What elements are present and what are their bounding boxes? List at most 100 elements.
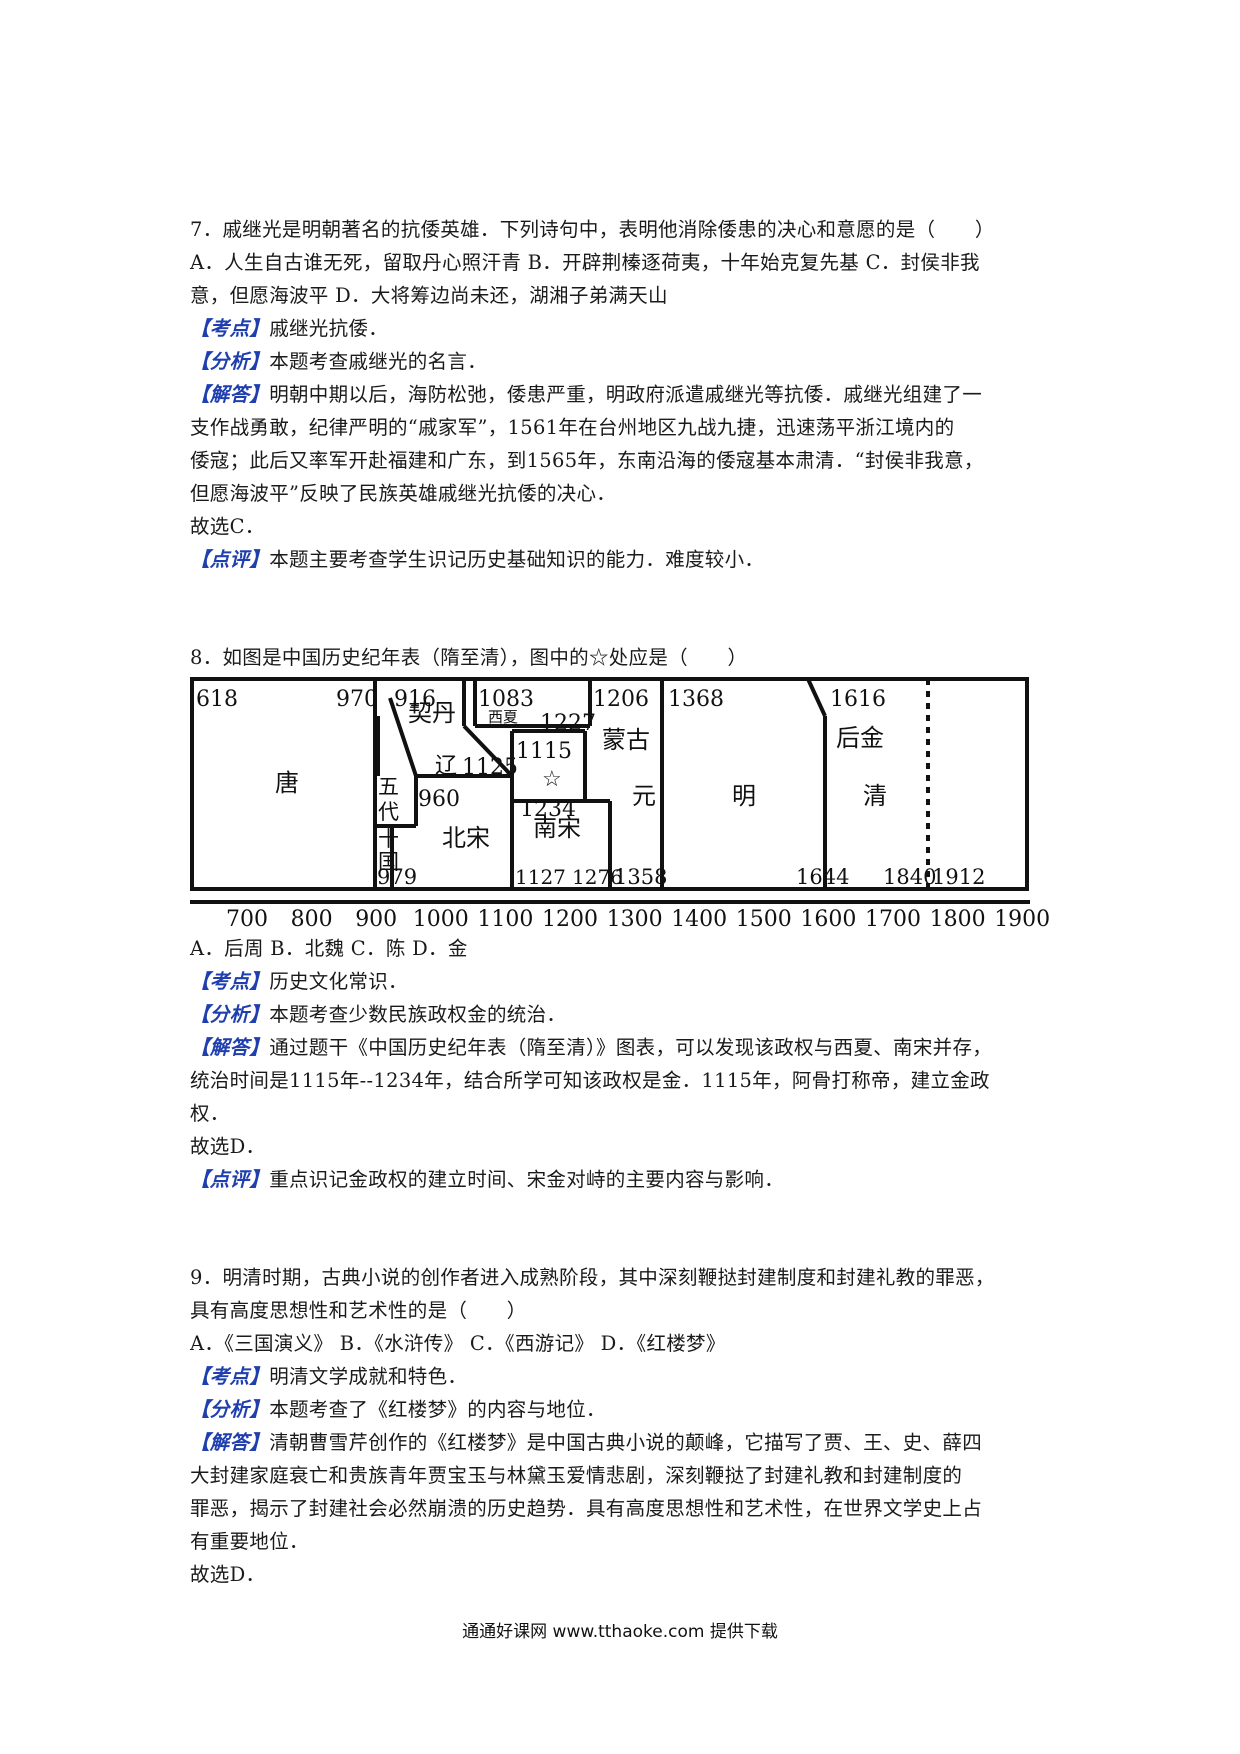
q9-kaodian: 【考点】明清文学成就和特色． xyxy=(190,1361,1070,1393)
label-beisong: 北宋 xyxy=(442,824,490,852)
label-qing: 清 xyxy=(863,782,887,810)
q8-fenxi: 【分析】本题考查少数民族政权金的统治． xyxy=(190,999,1070,1031)
q7-fenxi: 【分析】本题考查戚继光的名言． xyxy=(190,346,1070,378)
year-979: 979 xyxy=(377,865,417,889)
q9-fenxi-text: 本题考查了《红楼梦》的内容与地位． xyxy=(269,1398,606,1421)
label-shiguo-1: 十 xyxy=(378,827,399,851)
q8-stem: 8．如图是中国历史纪年表（隋至清），图中的☆处应是（ ） xyxy=(190,646,748,669)
q9-answer: 故选D． xyxy=(190,1563,266,1586)
q8-kaodian: 【考点】历史文化常识． xyxy=(190,966,1070,998)
label-tang: 唐 xyxy=(275,769,299,797)
year-1234: 1234 xyxy=(520,797,576,822)
label-wudai-2: 代 xyxy=(378,800,399,824)
label-qidan: 契丹 xyxy=(408,699,456,727)
label-wudai-1: 五 xyxy=(378,775,399,799)
kaodian-tag: 【考点】 xyxy=(190,1365,270,1388)
q7-jieda-1: 【解答】明朝中期以后，海防松弛，倭患严重，明政府派遣戚继光等抗倭．戚继光组建了一 xyxy=(190,379,1070,411)
q8-jieda-1: 【解答】通过题干《中国历史纪年表（隋至清）》图表，可以发现该政权与西夏、南宋并存… xyxy=(190,1032,1070,1064)
axis-tick-900: 900 xyxy=(355,907,397,931)
divider-houjin-slant xyxy=(806,678,827,717)
divider-liao-slant xyxy=(388,697,418,777)
q7-options-2: 意，但愿海波平 D．大将筹边尚未还，湖湘子弟满天山 xyxy=(190,284,668,307)
year-1840: 1840 xyxy=(883,865,936,889)
q9-jieda-text-1: 清朝曹雪芹创作的《红楼梦》是中国古典小说的颠峰，它描写了贾、王、史、薛四 xyxy=(269,1431,983,1454)
label-mengu: 蒙古 xyxy=(602,726,650,754)
axis-tick-1700: 1700 xyxy=(865,907,921,931)
jieda-tag: 【解答】 xyxy=(190,1431,270,1454)
axis-tick-700: 700 xyxy=(226,907,268,931)
q8-answer: 故选D． xyxy=(190,1135,266,1158)
jieda-tag: 【解答】 xyxy=(190,1036,270,1059)
q7-options-1: A．人生自古谁无死，留取丹心照汗青 B．开辟荆榛逐荷夷，十年始克复先基 C．封侯… xyxy=(190,251,980,274)
label-shiguo-2: 国 xyxy=(378,850,399,874)
q7-dianping: 【点评】本题主要考查学生识记历史基础知识的能力．难度较小． xyxy=(190,544,1070,576)
year-1115: 1115 xyxy=(516,739,572,764)
axis-tick-1300: 1300 xyxy=(607,907,663,931)
q7-kaodian-text: 戚继光抗倭． xyxy=(269,317,389,340)
year-916: 916 xyxy=(394,687,436,712)
year-1644: 1644 xyxy=(796,865,849,889)
q7-jieda-2: 支作战勇敢，纪律严明的“戚家军”，1561年在台州地区九战九捷，迅速荡平浙江境内… xyxy=(190,416,955,439)
label-nansong: 南宋 xyxy=(533,814,581,842)
axis-tick-1000: 1000 xyxy=(413,907,469,931)
q7-jieda-3: 倭寇；此后又率军开赴福建和广东，到1565年，东南沿海的倭寇基本肃清．“封侯非我… xyxy=(190,449,984,472)
q8-jieda-2: 统治时间是1115年--1234年，结合所学可知该政权是金．1115年，阿骨打称… xyxy=(190,1069,990,1092)
axis-tick-1800: 1800 xyxy=(930,907,986,931)
year-1912: 1912 xyxy=(932,865,985,889)
dianping-tag: 【点评】 xyxy=(190,1168,270,1191)
axis-tick-800: 800 xyxy=(291,907,333,931)
q9-kaodian-text: 明清文学成就和特色． xyxy=(269,1365,468,1388)
page-footer: 通通好课网 www.tthaoke.com 提供下载 xyxy=(462,1622,778,1642)
fenxi-tag: 【分析】 xyxy=(190,1003,270,1026)
year-1125: 1125 xyxy=(462,755,518,780)
year-1206: 1206 xyxy=(593,687,649,712)
year-1358: 1358 xyxy=(614,865,667,889)
q7-jieda-text-1: 明朝中期以后，海防松弛，倭患严重，明政府派遣戚继光等抗倭．戚继光组建了一 xyxy=(269,383,983,406)
jieda-tag: 【解答】 xyxy=(190,383,270,406)
q9-jieda-1: 【解答】清朝曹雪芹创作的《红楼梦》是中国古典小说的颠峰，它描写了贾、王、史、薛四 xyxy=(190,1427,1070,1459)
q9-stem-2: 具有高度思想性和艺术性的是（ ） xyxy=(190,1299,527,1322)
year-970: 970 xyxy=(336,687,378,712)
year-1368: 1368 xyxy=(668,687,724,712)
q9-jieda-3: 罪恶，揭示了封建社会必然崩溃的历史趋势．具有高度思想性和艺术性，在世界文学史上占 xyxy=(190,1497,983,1520)
fenxi-tag: 【分析】 xyxy=(190,350,270,373)
label-houjin: 后金 xyxy=(836,724,884,752)
axis-tick-1100: 1100 xyxy=(477,907,533,931)
year-960: 960 xyxy=(418,787,460,812)
q8-dianping-text: 重点识记金政权的建立时间、宋金对峙的主要内容与影响． xyxy=(269,1168,785,1191)
axis-tick-1600: 1600 xyxy=(800,907,856,931)
label-liao: 辽 xyxy=(435,754,457,779)
q7-jieda-4: 但愿海波平”反映了民族英雄戚继光抗倭的决心． xyxy=(190,482,617,505)
axis-tick-1200: 1200 xyxy=(542,907,598,931)
year-1616: 1616 xyxy=(830,687,886,712)
q8-dianping: 【点评】重点识记金政权的建立时间、宋金对峙的主要内容与影响． xyxy=(190,1164,1070,1196)
q8-jieda-3: 权． xyxy=(190,1102,230,1125)
q9-jieda-2: 大封建家庭衰亡和贵族青年贾宝玉与林黛玉爱情悲剧，深刻鞭挞了封建礼教和封建制度的 xyxy=(190,1464,963,1487)
year-618: 618 xyxy=(196,687,238,712)
label-xixia: 西夏 xyxy=(488,708,518,726)
star-icon: ☆ xyxy=(542,767,562,792)
year-1083: 1083 xyxy=(478,687,534,712)
q9-fenxi: 【分析】本题考查了《红楼梦》的内容与地位． xyxy=(190,1394,1070,1426)
q8-kaodian-text: 历史文化常识． xyxy=(269,970,408,993)
fenxi-tag: 【分析】 xyxy=(190,1398,270,1421)
year-1127: 1127 xyxy=(515,865,566,889)
q8-fenxi-text: 本题考查少数民族政权金的统治． xyxy=(269,1003,567,1026)
dianping-tag: 【点评】 xyxy=(190,548,270,571)
q7-answer: 故选C． xyxy=(190,515,265,538)
label-yuan: 元 xyxy=(632,782,656,810)
axis-tick-1500: 1500 xyxy=(736,907,792,931)
q7-stem: 7．戚继光是明朝著名的抗倭英雄．下列诗句中，表明他消除倭患的决心和意愿的是（ ） xyxy=(190,218,995,241)
q7-kaodian: 【考点】戚继光抗倭． xyxy=(190,313,1070,345)
label-ming: 明 xyxy=(732,782,756,810)
year-1276: 1276 xyxy=(572,865,623,889)
history-timeline-chart: 618 970 916 1083 1227 1206 1368 1616 112… xyxy=(190,677,1050,931)
axis-tick-1900: 1900 xyxy=(994,907,1050,931)
year-1227: 1227 xyxy=(540,711,596,736)
q7-dianping-text: 本题主要考查学生识记历史基础知识的能力．难度较小． xyxy=(269,548,765,571)
divider-qidan-slant xyxy=(462,724,514,778)
kaodian-tag: 【考点】 xyxy=(190,970,270,993)
q8-jieda-text-1: 通过题干《中国历史纪年表（隋至清）》图表，可以发现该政权与西夏、南宋并存， xyxy=(269,1036,993,1059)
